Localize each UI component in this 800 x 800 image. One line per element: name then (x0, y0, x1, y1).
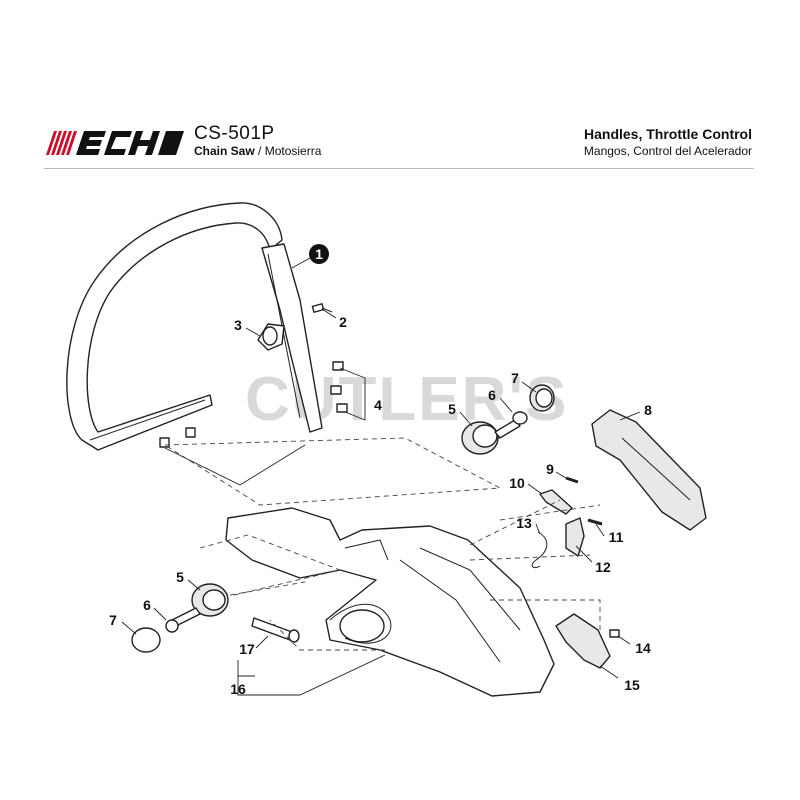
vibration-mount-part-5a[interactable] (461, 421, 499, 455)
rear-handle-part-16[interactable] (225, 507, 555, 697)
vibration-mount-part-5b[interactable] (191, 583, 229, 617)
callout-6-lower: 6 (143, 597, 151, 613)
screw-part-2[interactable] (311, 303, 333, 313)
trigger-part-12[interactable] (565, 517, 585, 557)
model-number: CS-501P (194, 123, 275, 144)
bushing-part-3[interactable] (257, 323, 285, 351)
screws-part-4[interactable] (159, 361, 348, 448)
echo-logo (46, 131, 184, 155)
page-header: CS-501P Chain Saw / Motosierra Handles, … (0, 0, 800, 170)
subtitle-en: Chain Saw (194, 144, 255, 158)
lockout-part-10[interactable] (539, 489, 573, 515)
subtitle-es: Motosierra (264, 144, 322, 158)
callout-1-badge (309, 244, 329, 264)
callout-10: 10 (509, 475, 525, 491)
callout-8: 8 (644, 402, 652, 418)
plug-part-7b[interactable] (131, 627, 161, 653)
pin-part-17[interactable] (251, 617, 300, 643)
callout-2: 2 (339, 314, 347, 330)
screw-part-14[interactable] (609, 629, 620, 638)
callout-15: 15 (624, 677, 640, 693)
callout-16: 16 (230, 681, 246, 697)
section-title-en: Handles, Throttle Control (584, 126, 752, 142)
subtitle-separator: / (254, 144, 265, 158)
spring-part-13[interactable] (531, 531, 548, 569)
callout-5-upper: 5 (448, 401, 456, 417)
callout-4: 4 (374, 397, 382, 413)
front-handle-part[interactable] (66, 202, 323, 451)
callout-11: 11 (609, 529, 624, 545)
product-subtitle: Chain Saw / Motosierra (194, 144, 321, 158)
header-divider (44, 168, 754, 169)
bolt-part-6b[interactable] (165, 607, 201, 633)
callout-7-lower: 7 (109, 612, 117, 628)
callout-6-upper: 6 (488, 387, 496, 403)
callout-17: 17 (239, 641, 255, 657)
handle-cover-part-8[interactable] (591, 409, 707, 531)
callout-3: 3 (234, 317, 242, 333)
cover-part-15[interactable] (555, 613, 611, 669)
callout-1: 1 (315, 246, 323, 262)
callout-9: 9 (546, 461, 554, 477)
callout-5-lower: 5 (176, 569, 184, 585)
section-title-es: Mangos, Control del Acelerador (583, 144, 752, 158)
callout-7-upper: 7 (511, 370, 519, 386)
plug-part-7a[interactable] (529, 384, 555, 412)
callout-13: 13 (516, 515, 532, 531)
callout-12: 12 (595, 559, 611, 575)
bolt-part-6a[interactable] (494, 411, 528, 439)
callout-14: 14 (635, 640, 651, 656)
pin-part-11[interactable] (587, 518, 603, 526)
pin-part-9[interactable] (565, 476, 579, 484)
